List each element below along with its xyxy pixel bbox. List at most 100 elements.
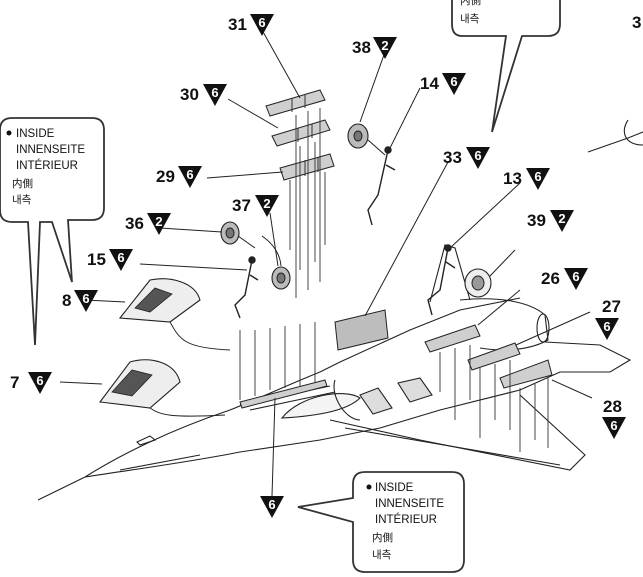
paint-code: 6	[474, 148, 481, 163]
bubble-bottom-line-2: INNENSEITE	[375, 498, 444, 510]
paint-badge-icon	[260, 496, 284, 518]
part-number: 7	[10, 373, 19, 392]
paint-code: 6	[82, 291, 89, 306]
callout-36: 36 2	[125, 213, 171, 235]
paint-code: 6	[186, 167, 193, 182]
callout-30: 30 6	[180, 84, 227, 106]
paint-code: 6	[534, 169, 541, 184]
part-number: 26	[541, 269, 560, 288]
bubble-left-cjk-2: 내측	[12, 194, 32, 206]
callout-37: 37 2	[232, 195, 279, 217]
gear-leg-14	[367, 146, 396, 226]
bubble-left-line-2: INNENSEITE	[16, 144, 85, 156]
bubble-bottom-cjk-2: 내측	[372, 549, 392, 561]
callout-33: 33 6	[443, 147, 490, 169]
paint-badge-icon	[109, 249, 133, 271]
bubble-bottom-line-3: INTÉRIEUR	[375, 513, 437, 526]
paint-badge-icon	[466, 147, 490, 169]
callout-27: 27 6	[595, 297, 621, 340]
bullet-icon	[366, 484, 372, 490]
bay-strip	[239, 379, 328, 409]
paint-badge-icon	[74, 290, 98, 312]
bubble-bottom: INSIDE INNENSEITE INTÉRIEUR 内側 내측	[297, 471, 465, 573]
paint-code: 2	[263, 196, 270, 211]
part-number: 33	[443, 148, 462, 167]
wheel-39	[464, 249, 516, 298]
bubble-top-cjk-2: 내측	[460, 13, 480, 25]
part-number: 28	[603, 397, 622, 416]
bubble-left-line-1: INSIDE	[16, 128, 55, 140]
paint-code: 6	[572, 269, 579, 284]
paint-code: 6	[36, 373, 43, 388]
paint-code: 6	[603, 319, 610, 334]
assembly-guides-gear	[439, 345, 549, 452]
callout-29: 29 6	[156, 166, 202, 188]
paint-badge-icon	[373, 37, 397, 59]
bay-door-29	[279, 153, 335, 181]
paint-code: 6	[211, 85, 218, 100]
bay-panel-33	[334, 161, 449, 351]
paint-badge-icon	[595, 318, 619, 340]
standalone-paint-badge: 6	[260, 397, 284, 518]
paint-badge-icon	[526, 168, 550, 190]
part-number: 15	[87, 250, 106, 269]
wheel-36	[220, 221, 256, 249]
paint-code: 6	[450, 74, 457, 89]
paint-badge-icon	[602, 417, 626, 439]
part-number: 37	[232, 196, 251, 215]
callout-14: 14 6	[420, 73, 466, 95]
canopy-part-7	[98, 359, 226, 417]
nozzle-fragment	[587, 119, 643, 153]
callout-39: 39 2	[527, 210, 574, 232]
wheel-37	[261, 235, 291, 290]
paint-code: 2	[558, 211, 565, 226]
paint-badge-icon	[250, 14, 274, 36]
paint-badge-icon	[147, 213, 171, 235]
part-number: 39	[527, 211, 546, 230]
bubble-left-line-3: INTÉRIEUR	[16, 159, 78, 172]
bay-door-31	[265, 89, 326, 117]
paint-badge-icon	[28, 372, 52, 394]
callout-8: 8 6	[62, 290, 98, 312]
gear-leg-15	[234, 256, 259, 319]
part-number: 27	[602, 297, 621, 316]
canopy-part-8	[118, 278, 231, 351]
callout-31: 31 6	[228, 14, 274, 36]
paint-badge-icon	[178, 166, 202, 188]
wheel-38	[347, 123, 386, 156]
bubble-top-cjk-1: 内側	[460, 0, 481, 7]
paint-code: 6	[268, 497, 275, 512]
callout-15: 15 6	[87, 249, 133, 271]
bubble-left: INSIDE INNENSEITE INTÉRIEUR 内側 내측	[0, 117, 105, 346]
paint-code: 6	[610, 418, 617, 433]
assembly-guides-bay	[239, 108, 326, 400]
aircraft-body	[37, 244, 632, 501]
part-number: 14	[420, 74, 439, 93]
part-number: 13	[503, 169, 522, 188]
paint-code: 6	[258, 15, 265, 30]
bay-door-30	[271, 119, 331, 147]
part-number: 30	[180, 85, 199, 104]
bubble-left-cjk-1: 内側	[12, 177, 33, 190]
bullet-icon	[6, 130, 12, 136]
paint-code: 2	[155, 214, 162, 229]
callout-13: 13 6	[503, 168, 550, 190]
part-number: 29	[156, 167, 175, 186]
paint-code: 2	[381, 38, 388, 53]
bubble-top: 内側 내측	[451, 0, 561, 133]
bubble-bottom-line-1: INSIDE	[375, 482, 414, 494]
edge-part-number: 3	[632, 13, 641, 32]
gear-leg-13	[427, 244, 456, 316]
part-number: 8	[62, 291, 71, 310]
paint-code: 6	[117, 250, 124, 265]
paint-badge-icon	[442, 73, 466, 95]
callout-7: 7 6	[10, 372, 52, 394]
gear-door-26	[424, 289, 521, 353]
part-number: 38	[352, 38, 371, 57]
paint-badge-icon	[564, 268, 588, 290]
part-number: 36	[125, 214, 144, 233]
gear-door-28	[499, 359, 593, 399]
callout-28: 28 6	[602, 397, 626, 439]
